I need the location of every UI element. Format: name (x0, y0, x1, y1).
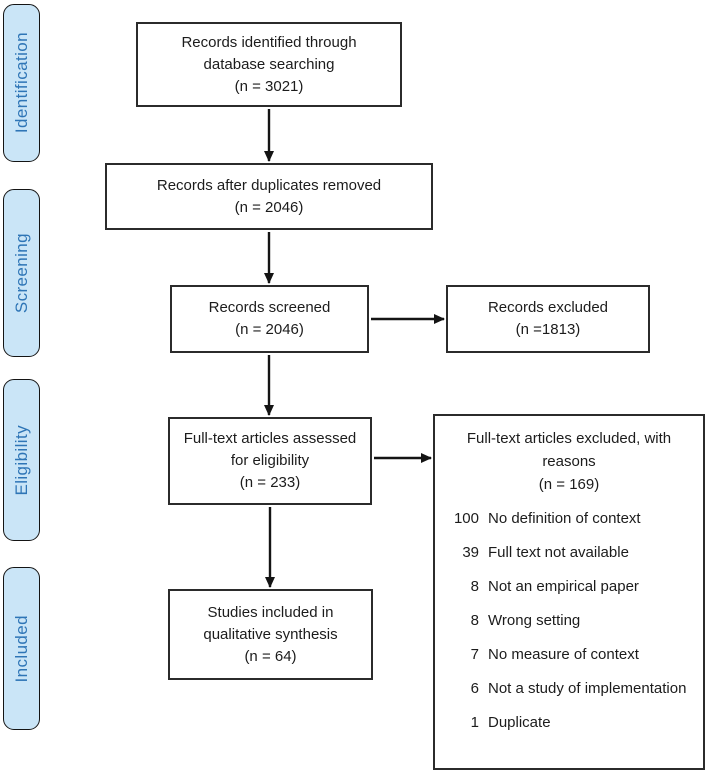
reason-label: Not a study of implementation (488, 680, 687, 697)
box-duplicates-removed: Records after duplicates removed (n = 20… (105, 163, 433, 230)
reason-label: Full text not available (488, 544, 629, 561)
exclusion-reason-row: 6 Not a study of implementation (441, 678, 695, 700)
reason-count: 7 (470, 646, 479, 663)
reason-count: 8 (470, 612, 479, 629)
reason-count: 6 (470, 680, 479, 697)
box-text-line: (n = 64) (244, 647, 297, 665)
exclusion-reason-row: 100 No definition of context (441, 508, 695, 530)
stage-included-label: Included (11, 614, 31, 683)
box-text-line: qualitative synthesis (203, 625, 338, 643)
stage-identification: Identification (3, 4, 40, 162)
fulltext-excluded-header: Full-text articles excluded, with reason… (435, 416, 703, 496)
box-text-line: (n = 2046) (235, 321, 304, 338)
box-text-line: Records screened (208, 299, 331, 316)
reason-count: 1 (470, 714, 479, 731)
exclusion-reason-row: 1 Duplicate (441, 712, 695, 734)
box-text-line: (n = 2046) (234, 198, 304, 216)
reason-label: No definition of context (488, 510, 641, 527)
reason-label: Duplicate (488, 714, 551, 731)
reason-label: Wrong setting (488, 612, 581, 629)
box-text-line: (n = 169) (538, 476, 600, 493)
box-text-line: Records after duplicates removed (156, 176, 382, 194)
box-records-excluded: Records excluded (n =1813) (446, 285, 650, 353)
box-text-line: (n =1813) (515, 321, 581, 338)
box-fulltext-excluded: Full-text articles excluded, with reason… (433, 414, 705, 770)
reason-count: 100 (453, 510, 479, 527)
stage-eligibility: Eligibility (3, 379, 40, 541)
box-text-line: Records excluded (487, 299, 609, 316)
box-text-line: reasons (542, 453, 596, 470)
exclusion-reason-row: 8 Not an empirical paper (441, 576, 695, 598)
box-text-line: Records identified through (181, 33, 357, 51)
box-text-line: for eligibility (230, 452, 310, 469)
exclusion-reason-list: 100 No definition of context 39 Full tex… (435, 508, 703, 734)
box-text-line: Full-text articles excluded, with (466, 430, 672, 447)
reason-label: No measure of context (488, 646, 639, 663)
box-text-line: Studies included in (207, 603, 334, 621)
reason-count: 39 (462, 544, 479, 561)
stage-eligibility-label: Eligibility (11, 424, 31, 496)
box-text-line: (n = 3021) (234, 77, 304, 95)
box-text-line: Full-text articles assessed (183, 430, 357, 447)
exclusion-reason-row: 8 Wrong setting (441, 610, 695, 632)
stage-identification-label: Identification (11, 32, 31, 134)
box-records-identified: Records identified through database sear… (136, 22, 402, 107)
reason-count: 8 (470, 578, 479, 595)
box-studies-included: Studies included in qualitative synthesi… (168, 589, 373, 680)
exclusion-reason-row: 7 No measure of context (441, 644, 695, 666)
box-fulltext-assessed: Full-text articles assessed for eligibil… (168, 417, 372, 505)
box-text-line: (n = 233) (239, 474, 301, 491)
box-records-screened: Records screened (n = 2046) (170, 285, 369, 353)
stage-screening-label: Screening (11, 232, 31, 314)
reason-label: Not an empirical paper (488, 578, 639, 595)
stage-included: Included (3, 567, 40, 730)
exclusion-reason-row: 39 Full text not available (441, 542, 695, 564)
box-text-line: database searching (203, 55, 335, 73)
stage-screening: Screening (3, 189, 40, 357)
